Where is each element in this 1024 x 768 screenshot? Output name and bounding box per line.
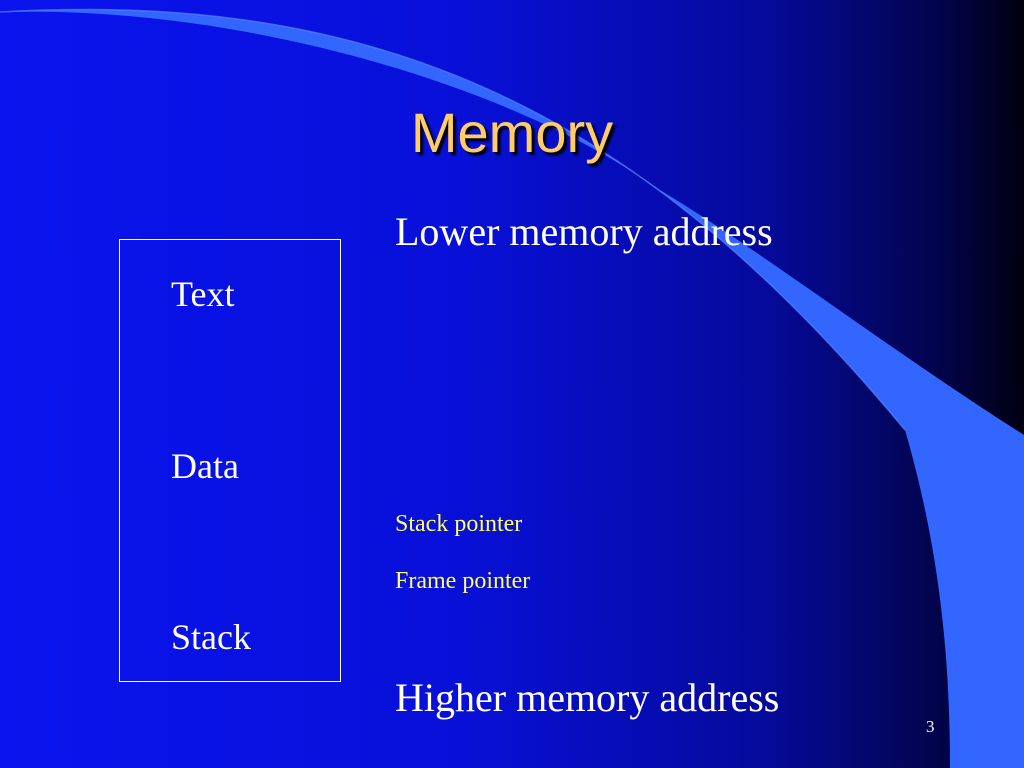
higher-address-label: Higher memory address (395, 675, 780, 720)
segment-text: Text (171, 274, 235, 314)
frame-pointer-label: Frame pointer (395, 568, 531, 594)
swoosh-arc (0, 8, 906, 431)
segment-data: Data (171, 446, 239, 486)
memory-layout-box: Text Data Stack (119, 239, 341, 682)
page-number: 3 (926, 717, 935, 736)
segment-stack: Stack (171, 617, 251, 657)
stack-pointer-label: Stack pointer (395, 511, 523, 537)
lower-address-label: Lower memory address (395, 209, 773, 254)
slide-title: Memory (410, 101, 614, 164)
